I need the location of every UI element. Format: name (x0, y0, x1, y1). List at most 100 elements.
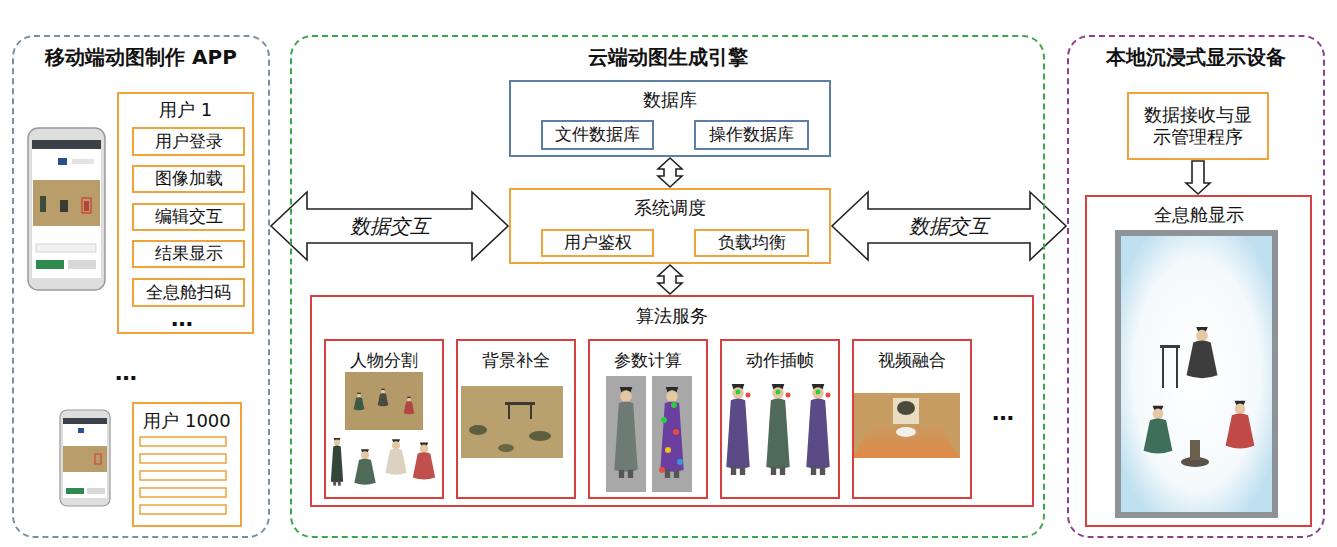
interpolation-image-part (786, 393, 791, 398)
box-heading: 动作插帧 (746, 350, 814, 371)
segmentation-image-part (378, 389, 389, 407)
segmentation-image-part (345, 372, 423, 430)
algorithm-box: 背景补全 (456, 339, 576, 499)
background-image-part (505, 402, 535, 405)
pose-parameter-image (606, 376, 692, 492)
phone-mockup-part (82, 198, 91, 213)
phone-mockup (28, 128, 105, 290)
blank-function-box (140, 437, 226, 514)
phone-mockup-part (63, 418, 107, 424)
box-heading: 参数计算 (614, 350, 682, 371)
box-text: 编辑交互 (155, 206, 223, 227)
phone-mockup-part (72, 159, 94, 164)
blank-function-box-part (140, 437, 226, 446)
phone-mockup-part (32, 140, 101, 278)
algorithm-box: 视频融合 (852, 339, 972, 499)
segmentation-image-part (354, 449, 375, 484)
sub-module-box: 负载均衡 (694, 229, 809, 257)
background-image-part (461, 386, 563, 458)
function-box: 结果显示 (132, 240, 245, 268)
phone-mockup-part (58, 158, 67, 165)
interpolation-image-part (726, 384, 749, 475)
background-image-part (529, 431, 551, 441)
phone-mockup-part (87, 488, 105, 494)
pose-parameter-image-part (659, 467, 665, 473)
box-heading: 人物分割 (350, 350, 418, 371)
box-text: 图像加载 (155, 168, 223, 189)
phone-mockup-part (33, 180, 100, 226)
panel: 云端动图生成引擎数据库文件数据库操作数据库系统调度用户鉴权负载均衡算法服务人物分… (290, 35, 1045, 538)
segmentation-image-part (385, 439, 406, 474)
user-box: 用户 1用户登录图像加载编辑交互结果显示全息舱扫码 (117, 92, 254, 334)
ellipsis-mark: … (115, 360, 137, 385)
pose-parameter-image-part (652, 376, 692, 492)
interpolation-image-part (776, 390, 781, 395)
function-box: 全息舱扫码 (132, 278, 245, 307)
phone-mockup-part (78, 428, 84, 433)
box-text: 数据接收与显示管理程序 (1139, 104, 1257, 149)
interpolation-image (726, 384, 830, 475)
video-fusion-image-part (896, 427, 916, 437)
function-box: 编辑交互 (132, 203, 245, 231)
blank-function-box-part (140, 471, 226, 480)
pose-parameter-image-part (661, 417, 667, 423)
background-image-part (508, 405, 510, 419)
phone-mockup-part (36, 244, 96, 252)
hologram-display-image-part (1176, 348, 1178, 388)
display-box: 全息舱显示 (1085, 195, 1312, 527)
phone-mockup-part (32, 140, 101, 149)
ellipsis-mark: … (992, 400, 1014, 425)
interpolation-image-part (736, 390, 741, 395)
blank-function-box-part (140, 505, 226, 514)
phone-mockup-part (36, 260, 64, 269)
phone-mockup-part (60, 410, 110, 506)
phone-mockup-part (95, 454, 101, 464)
algorithm-box: 动作插帧 (720, 339, 840, 499)
background-image-part (498, 444, 514, 452)
box-heading: 视频融合 (878, 350, 946, 371)
box-text: 用户鉴权 (564, 232, 632, 253)
video-fusion-image (852, 393, 960, 458)
algorithm-box: 人物分割 (324, 339, 444, 499)
box-heading: 移动端动图制作 APP (45, 45, 237, 70)
interpolation-image-part (806, 384, 829, 475)
module-box: 数据库文件数据库操作数据库 (509, 80, 831, 157)
box-heading: 本地沉浸式显示设备 (1106, 45, 1286, 70)
box-text: 负载均衡 (718, 232, 786, 253)
block-arrow (658, 158, 682, 187)
video-fusion-image-part (897, 401, 915, 415)
box-heading: 背景补全 (482, 350, 550, 371)
pose-parameter-image-part (665, 447, 671, 453)
interpolation-image-part (816, 390, 821, 395)
function-box: 用户登录 (132, 127, 245, 156)
video-fusion-image-part (893, 398, 919, 424)
background-image (461, 386, 563, 458)
segmentation-image-part (354, 393, 365, 411)
hologram-display-image (1115, 230, 1278, 518)
box-heading: 用户 1000 (143, 410, 231, 433)
interpolation-image-part (766, 384, 789, 475)
box-text: 全息舱扫码 (146, 282, 231, 303)
video-fusion-image-part (852, 393, 960, 458)
sub-module-box: 用户鉴权 (541, 229, 654, 257)
edge-label: 数据交互 (907, 213, 991, 240)
pose-parameter-image-part (614, 387, 637, 478)
box-heading: 全息舱显示 (1154, 204, 1244, 227)
hologram-display-image-part (1226, 401, 1255, 449)
video-fusion-image-part (852, 425, 960, 458)
box-heading: 系统调度 (634, 197, 706, 220)
pose-parameter-image-part (660, 387, 683, 478)
user-box: 用户 1000 (132, 402, 242, 527)
pose-parameter-image-part (606, 376, 646, 492)
block-arrow (832, 192, 1066, 260)
phone-mockup-part (63, 418, 107, 498)
interpolation-image-part (746, 393, 751, 398)
hologram-display-image-part (1144, 406, 1173, 454)
background-image-part (530, 405, 532, 419)
algorithm-box: 参数计算 (588, 339, 708, 499)
box-text: 文件数据库 (555, 124, 640, 145)
hologram-display-image-part (1121, 236, 1272, 512)
phone-mockup-part (63, 446, 107, 472)
block-arrow (658, 265, 682, 294)
